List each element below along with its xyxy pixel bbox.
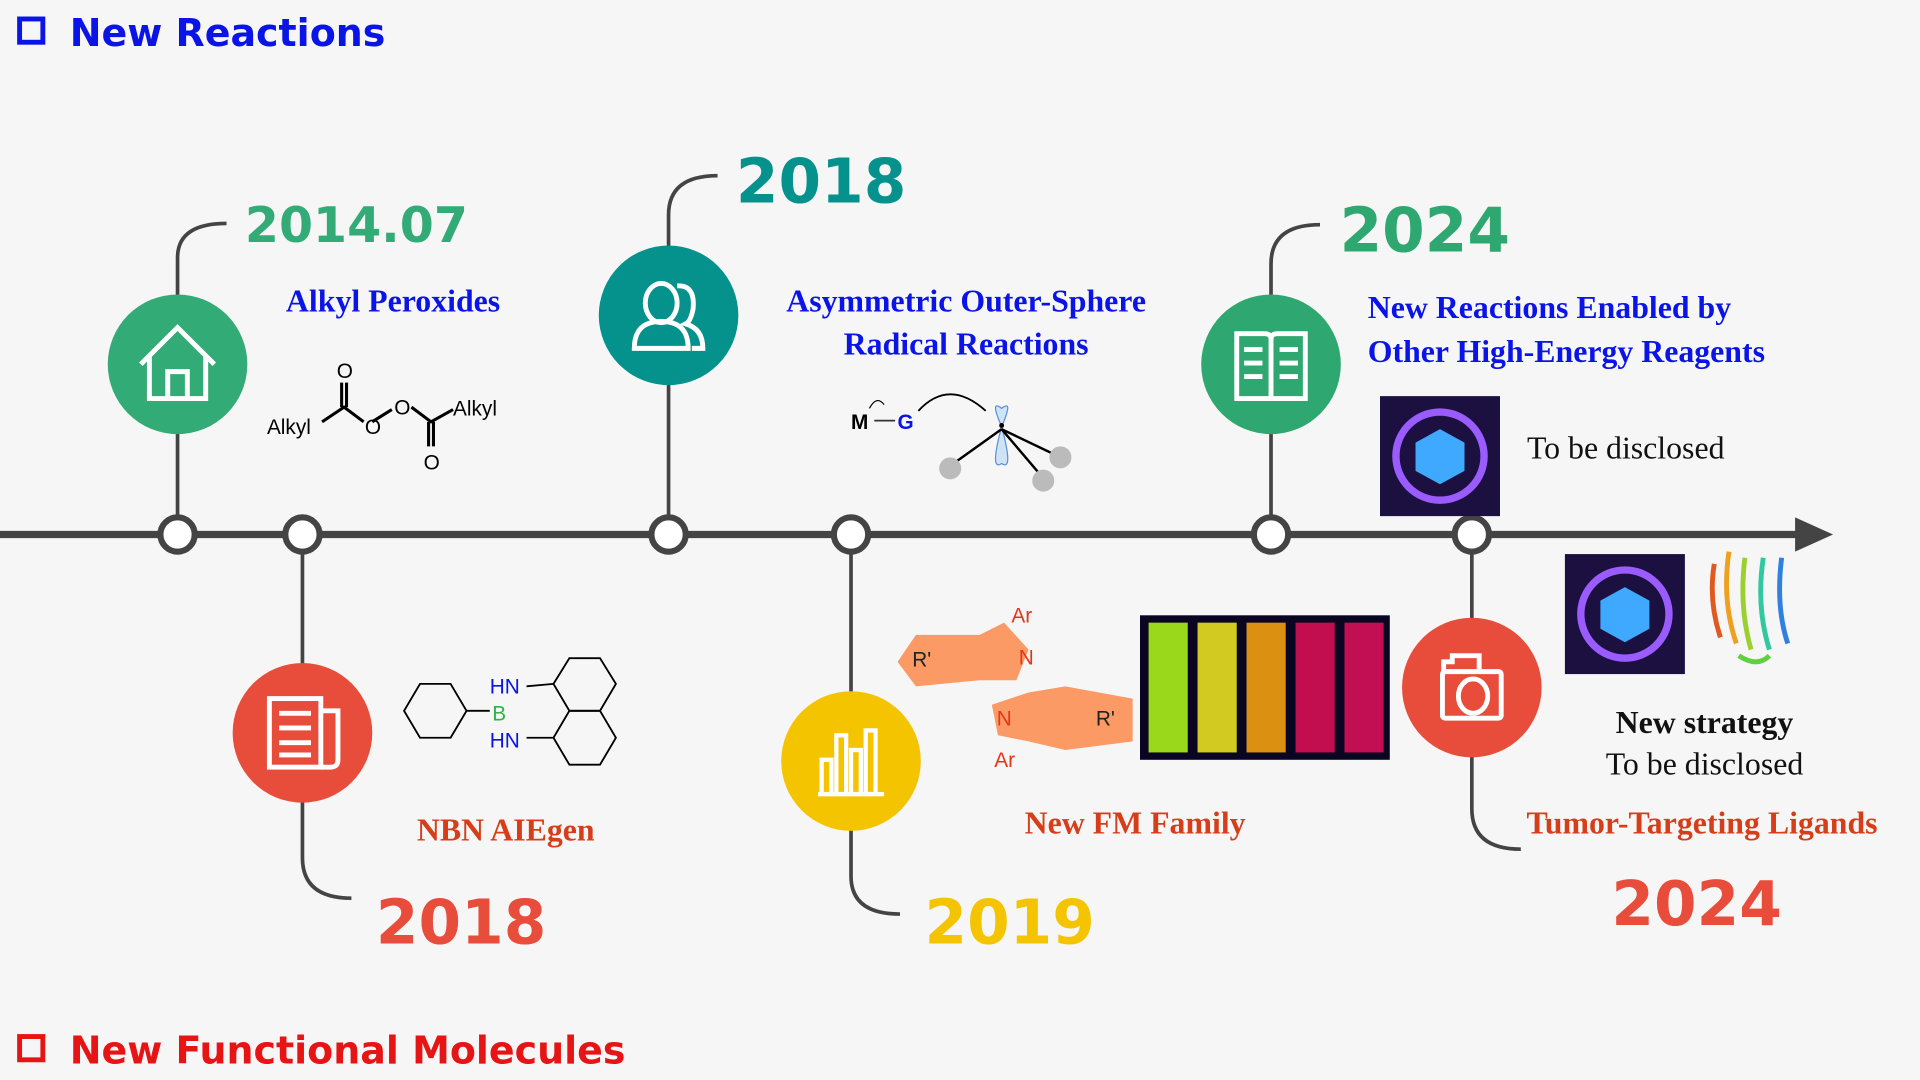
- square-bullet-icon: [17, 16, 46, 45]
- year-label: 2024: [1340, 196, 1510, 267]
- svg-text:B: B: [492, 703, 506, 726]
- event-newspaper[interactable]: [232, 663, 373, 803]
- svg-text:N: N: [997, 708, 1012, 731]
- year-label: 2014.07: [245, 197, 468, 254]
- svg-text:Ar: Ar: [994, 749, 1015, 772]
- connectors: [175, 173, 1521, 916]
- svg-text:N: N: [1019, 646, 1034, 669]
- energy-cube-image: [1380, 396, 1500, 517]
- bar-chart-icon: [817, 728, 885, 797]
- svg-text:O: O: [394, 396, 410, 419]
- timeline-nodes: [157, 514, 1493, 555]
- node[interactable]: [157, 514, 198, 555]
- event-title: New Reactions Enabled by: [1368, 290, 1731, 325]
- year-label: 2019: [924, 887, 1094, 958]
- square-bullet-icon: [17, 1034, 46, 1063]
- event-subtitle: New strategy: [1616, 705, 1794, 740]
- node[interactable]: [830, 514, 872, 555]
- event-title: New FM Family: [1025, 805, 1246, 840]
- alkyl-peroxide-structure: Alkyl Alkyl O O O O: [267, 360, 497, 475]
- event-title: NBN AIEgen: [417, 813, 595, 848]
- year-label: 2024: [1611, 869, 1781, 940]
- arrow-head-icon: [1795, 517, 1834, 552]
- node[interactable]: [648, 514, 689, 555]
- house-icon: [139, 324, 217, 402]
- users-icon: [631, 281, 706, 351]
- event-house[interactable]: [107, 294, 248, 435]
- newspaper-icon: [266, 696, 341, 770]
- camera-icon: [1440, 653, 1504, 721]
- event-title: Radical Reactions: [844, 326, 1089, 361]
- node[interactable]: [1451, 514, 1493, 555]
- event-title: Other High-Energy Reagents: [1368, 334, 1765, 369]
- node[interactable]: [282, 514, 323, 555]
- svg-text:HN: HN: [490, 730, 520, 753]
- section-new-reactions: New Reactions: [70, 11, 386, 55]
- svg-text:Ar: Ar: [1011, 605, 1032, 628]
- svg-text:Alkyl: Alkyl: [267, 416, 311, 439]
- event-book[interactable]: [1201, 294, 1341, 435]
- event-note: To be disclosed: [1606, 746, 1804, 781]
- nbn-aiegen-structure: HN B HN: [403, 657, 617, 766]
- event-title: Tumor-Targeting Ligands: [1527, 805, 1878, 840]
- event-camera[interactable]: [1402, 617, 1542, 758]
- svg-text:HN: HN: [490, 676, 520, 699]
- svg-text:M: M: [851, 411, 868, 434]
- event-title: Alkyl Peroxides: [286, 284, 500, 319]
- event-bar-chart[interactable]: [781, 691, 921, 831]
- event-users[interactable]: [598, 245, 739, 386]
- book-icon: [1234, 331, 1308, 402]
- fm-structure: Ar N R' N R' Ar: [897, 605, 1133, 772]
- event-title: Asymmetric Outer-Sphere: [786, 284, 1146, 319]
- event-note: To be disclosed: [1527, 431, 1725, 466]
- svg-text:Alkyl: Alkyl: [453, 398, 497, 421]
- svg-text:R': R': [1096, 708, 1115, 731]
- svg-text:O: O: [337, 360, 353, 383]
- node[interactable]: [1250, 514, 1292, 555]
- svg-text:O: O: [365, 416, 381, 439]
- fluorescence-cuvettes-image: [1140, 615, 1390, 760]
- svg-text:O: O: [424, 452, 440, 475]
- svg-text:R': R': [912, 649, 931, 672]
- year-label: 2018: [376, 887, 546, 958]
- section-new-functional-molecules: New Functional Molecules: [70, 1028, 626, 1072]
- protein-structure-image: [1709, 551, 1791, 665]
- year-label: 2018: [736, 147, 906, 218]
- energy-cube-image: [1564, 554, 1685, 675]
- radical-mechanism-structure: M G: [851, 393, 1072, 492]
- svg-text:G: G: [898, 411, 914, 434]
